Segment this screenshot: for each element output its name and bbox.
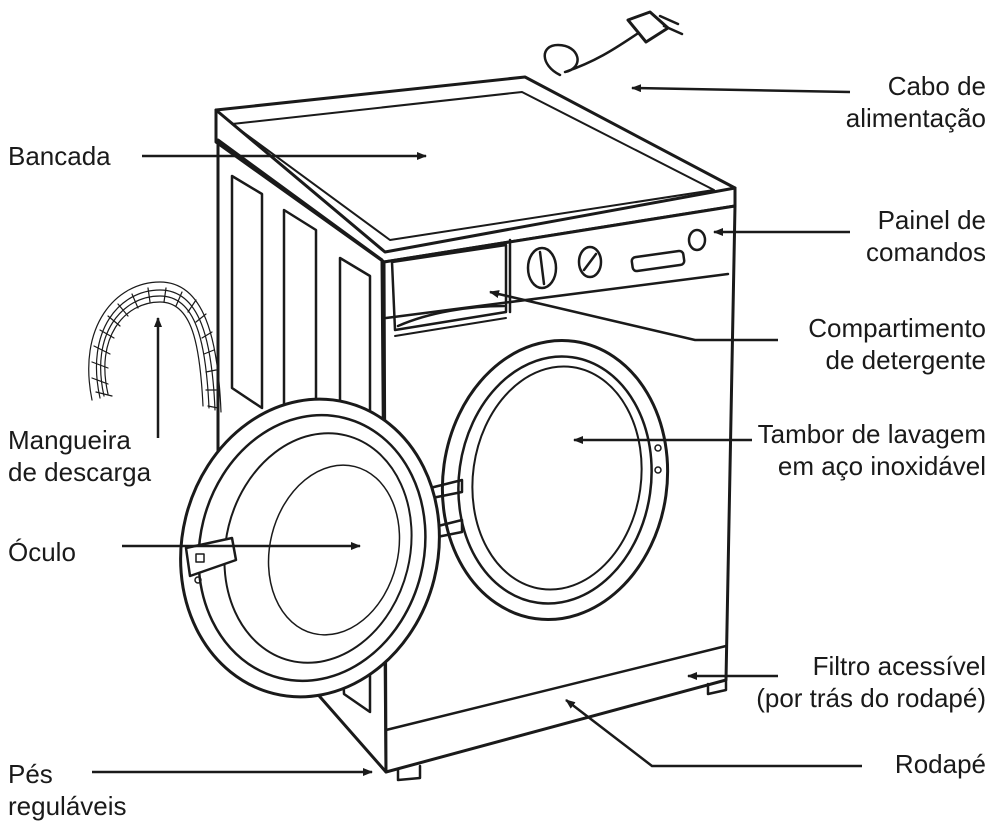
adjustable-foot-right — [706, 678, 728, 696]
drum — [440, 338, 670, 622]
detergent-drawer — [390, 243, 508, 337]
adjustable-foot-front — [396, 764, 422, 782]
leader-cabo — [631, 84, 851, 94]
plinth — [384, 644, 728, 732]
machine-drawing — [88, 10, 737, 782]
label-pes-regulaveis: Pés reguláveis — [8, 759, 127, 821]
label-oculo: Óculo — [8, 537, 76, 567]
label-mangueira-de-descarga: Mangueira de descarga — [8, 425, 152, 487]
leader-compartimento — [489, 290, 778, 342]
leader-rodape — [565, 699, 862, 768]
door — [179, 397, 441, 699]
door-handle — [184, 536, 238, 578]
label-compartimento-de-detergente: Compartimento de detergente — [808, 313, 986, 375]
power-cable — [543, 10, 684, 77]
label-painel-de-comandos: Painel de comandos — [866, 205, 986, 267]
label-bancada: Bancada — [8, 141, 111, 171]
label-tambor-de-lavagem: Tambor de lavagem em aço inoxidável — [757, 419, 986, 481]
control-knobs — [526, 228, 707, 290]
drain-hose — [88, 281, 222, 413]
label-rodape: Rodapé — [894, 749, 986, 779]
leader-lines — [92, 84, 862, 776]
label-cabo-de-alimentacao: Cabo de alimentação — [845, 71, 986, 133]
label-filtro-acessivel: Filtro acessível (por trás do rodapé) — [756, 651, 986, 713]
